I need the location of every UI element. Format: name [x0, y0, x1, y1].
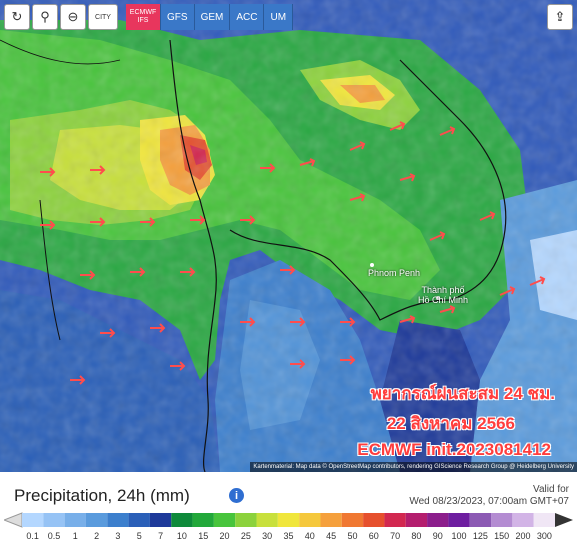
scale-swatch [107, 513, 129, 527]
scale-tick-label: 70 [390, 531, 401, 541]
scale-swatch [149, 513, 172, 527]
scale-tick-label: 7 [158, 531, 164, 541]
city-toggle-button[interactable]: CITY [88, 4, 118, 30]
scale-tick-label: 30 [262, 531, 273, 541]
scale-swatch [320, 513, 342, 527]
scale-swatch [128, 513, 150, 527]
scale-tick-label: 100 [451, 531, 467, 541]
scale-swatch [384, 513, 406, 527]
model-tab-ecmwf[interactable]: ECMWF IFS [126, 4, 161, 30]
valid-datetime: Wed 08/23/2023, 07:00am GMT+07 [409, 496, 569, 507]
valid-label: Valid for [533, 484, 569, 495]
overlay-model-init: ECMWF init.2023081412 [357, 440, 551, 459]
scale-swatch [363, 513, 385, 527]
scale-tick-label: 125 [472, 531, 488, 541]
scale-swatch [213, 513, 236, 527]
scale-tick-label: 10 [176, 531, 187, 541]
scale-tick-label: 2 [94, 531, 100, 541]
scale-arrow-left [4, 512, 23, 528]
overlay-title: พยากรณ์ฝนสะสม 24 ชม. [370, 384, 555, 403]
map-toolbar: ↻ ⚲ ⊖ CITY [4, 4, 118, 30]
scale-tick-label: 0.5 [47, 531, 61, 541]
scale-swatch [512, 513, 534, 527]
model-tab-gfs[interactable]: GFS [161, 4, 195, 30]
location-icon[interactable]: ⚲ [32, 4, 58, 30]
scale-swatch [341, 513, 364, 527]
scale-swatch [491, 513, 513, 527]
scale-swatch [533, 513, 555, 527]
scale-tick-label: 1 [72, 531, 78, 541]
scale-tick-label: 3 [115, 531, 121, 541]
scale-swatch [22, 513, 44, 527]
scale-swatch [235, 513, 257, 527]
scale-swatch [427, 513, 449, 527]
precipitation-map[interactable]: ↻ ⚲ ⊖ CITY ECMWF IFS GFS GEM ACC UM ⇪ Ph… [0, 0, 577, 472]
scale-swatch [256, 513, 278, 527]
scale-tick-label: 5 [136, 531, 142, 541]
scale-swatch [469, 513, 492, 527]
scale-swatch [405, 513, 428, 527]
scale-swatch [192, 513, 214, 527]
color-scale [4, 512, 573, 528]
place-label-ho-chi-minh: Thành phố Hồ Chí Minh [418, 285, 469, 305]
scale-swatch [85, 513, 108, 527]
zoom-icon[interactable]: ⊖ [60, 4, 86, 30]
scale-tick-label: 40 [304, 531, 315, 541]
place-label-phnom-penh: Phnom Penh [368, 268, 421, 278]
scale-tick-label: 15 [198, 531, 209, 541]
scale-tick-label: 200 [515, 531, 531, 541]
share-icon[interactable]: ⇪ [547, 4, 573, 30]
scale-arrow-right [555, 513, 573, 527]
scale-tick-label: 50 [347, 531, 358, 541]
scale-tick-label: 25 [240, 531, 251, 541]
model-tab-um[interactable]: UM [264, 4, 294, 30]
scale-tick-label: 0.1 [26, 531, 39, 541]
scale-swatch [43, 513, 65, 527]
scale-tick-label: 45 [326, 531, 337, 541]
scale-swatch [448, 513, 470, 527]
scale-tick-label: 80 [411, 531, 422, 541]
scale-swatch [299, 513, 321, 527]
refresh-icon[interactable]: ↻ [4, 4, 30, 30]
map-attribution: Kartenmaterial: Map data © OpenStreetMap… [250, 462, 577, 472]
model-selector: ECMWF IFS GFS GEM ACC UM [126, 4, 294, 30]
scale-tick-label: 150 [494, 531, 510, 541]
map-canvas [0, 0, 577, 472]
scale-swatch [64, 513, 86, 527]
overlay-date: 22 สิงหาคม 2566 [386, 414, 515, 433]
scale-swatch [277, 513, 300, 527]
scale-tick-label: 300 [536, 531, 552, 541]
valid-time: Valid for Wed 08/23/2023, 07:00am GMT+07 [409, 484, 569, 508]
legend-title: Precipitation, 24h (mm) [14, 486, 190, 505]
scale-tick-label: 35 [283, 531, 294, 541]
scale-swatch [171, 513, 193, 527]
scale-tick-label: 90 [432, 531, 443, 541]
model-tab-gem[interactable]: GEM [194, 4, 231, 30]
info-icon[interactable]: i [229, 488, 244, 503]
scale-tick-label: 20 [219, 531, 230, 541]
scale-tick-label: 60 [368, 531, 379, 541]
model-tab-acc[interactable]: ACC [230, 4, 265, 30]
